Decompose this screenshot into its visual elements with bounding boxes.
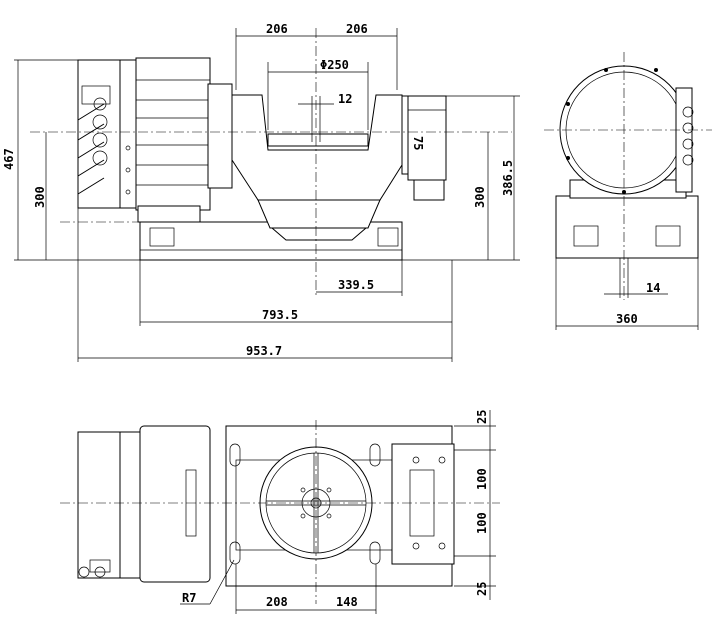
scale-mark-label: 75 bbox=[411, 136, 425, 150]
front-table bbox=[267, 133, 369, 147]
dim-208: 208 bbox=[266, 595, 288, 609]
connector-icon bbox=[78, 559, 111, 578]
dim-953-7: 953.7 bbox=[246, 344, 282, 358]
dim-206-right: 206 bbox=[346, 22, 368, 36]
front-base-slot-right bbox=[377, 227, 399, 247]
top-gear-housing bbox=[139, 425, 211, 583]
dim-300-right: 300 bbox=[473, 186, 487, 208]
dim-25-bottom: 25 bbox=[475, 582, 489, 596]
top-view: 25 100 100 25 208 148 R7 bbox=[60, 410, 500, 614]
dim-206-left: 206 bbox=[266, 22, 288, 36]
dim-360: 360 bbox=[616, 312, 638, 326]
connector-icon bbox=[682, 106, 694, 166]
dim-25-top: 25 bbox=[475, 410, 489, 424]
dim-100-a: 100 bbox=[475, 468, 489, 490]
dim-339-5: 339.5 bbox=[338, 278, 374, 292]
dim-793-5: 793.5 bbox=[262, 308, 298, 322]
top-trunnion bbox=[391, 443, 455, 565]
dim-12: 12 bbox=[338, 92, 352, 106]
front-view: 75 206 206 Φ250 12 467 300 300 386.5 bbox=[2, 22, 520, 362]
dim-148: 148 bbox=[336, 595, 358, 609]
side-base bbox=[555, 195, 699, 259]
dim-14: 14 bbox=[646, 281, 660, 295]
dim-100-b: 100 bbox=[475, 512, 489, 534]
dim-300-left: 300 bbox=[33, 186, 47, 208]
front-base-slot-left bbox=[149, 227, 175, 247]
dim-467: 467 bbox=[2, 148, 16, 170]
front-gear-housing bbox=[135, 57, 211, 211]
front-cradle bbox=[231, 94, 403, 201]
dim-386-5: 386.5 bbox=[501, 160, 515, 196]
dim-phi250: Φ250 bbox=[320, 58, 349, 72]
side-view: 14 360 bbox=[544, 52, 712, 330]
dim-r7: R7 bbox=[182, 591, 196, 605]
